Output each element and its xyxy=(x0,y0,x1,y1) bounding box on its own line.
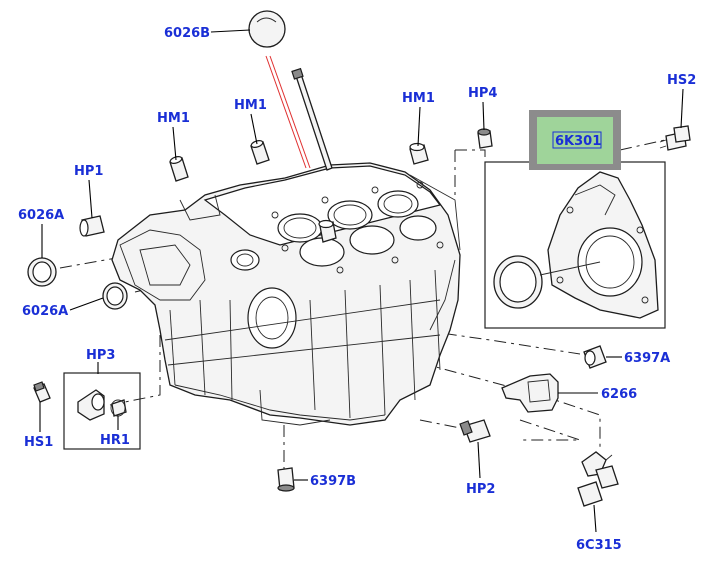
sensor-assembly-hp3 xyxy=(63,372,141,450)
highlight-text-box xyxy=(552,131,602,149)
bracket-6266 xyxy=(501,373,559,413)
plug-6397A xyxy=(583,345,607,369)
callout-hm1-c[interactable]: HM1 xyxy=(402,91,435,106)
screw-hs1 xyxy=(33,381,51,403)
callout-6K301[interactable]: 6K301 xyxy=(555,134,601,149)
callout-6026A-top[interactable]: 6026A xyxy=(18,208,64,223)
plug-hp4 xyxy=(477,128,493,149)
callout-hr1[interactable]: HR1 xyxy=(100,433,130,448)
dowel-deck xyxy=(318,219,337,243)
cap-plug-6026B xyxy=(248,10,286,48)
bolt-hs2 xyxy=(659,125,691,151)
plug-hp1 xyxy=(79,215,105,237)
rear-seal-assembly xyxy=(484,161,666,329)
callout-6266[interactable]: 6266 xyxy=(601,387,637,402)
plug-hp2 xyxy=(459,419,491,443)
callout-6397A[interactable]: 6397A xyxy=(624,351,670,366)
callout-6K301-highlight[interactable]: 6K301 xyxy=(529,110,621,170)
callout-6026B[interactable]: 6026B xyxy=(164,26,210,41)
callout-hp2[interactable]: HP2 xyxy=(466,482,495,497)
engine-block xyxy=(111,67,461,426)
sensor-6C315 xyxy=(577,451,619,507)
callout-hm1-b[interactable]: HM1 xyxy=(234,98,267,113)
hp3-box xyxy=(63,372,141,450)
dowel-hm1-b xyxy=(250,139,270,165)
callout-hp3[interactable]: HP3 xyxy=(86,348,115,363)
callout-hp1[interactable]: HP1 xyxy=(74,164,103,179)
callout-6397B[interactable]: 6397B xyxy=(310,474,356,489)
red-guide-lines xyxy=(265,55,311,169)
callout-hs1[interactable]: HS1 xyxy=(24,435,53,450)
callout-hm1-a[interactable]: HM1 xyxy=(157,111,190,126)
callout-labels: 6026B HM1 HM1 HM1 HP4 HS2 HP1 6026A 6026… xyxy=(18,26,696,553)
plug-6397B xyxy=(277,467,295,492)
seal-6026A-bottom xyxy=(102,282,128,310)
highlight-fill xyxy=(537,117,613,164)
callout-hs2[interactable]: HS2 xyxy=(667,73,696,88)
leader-lines xyxy=(39,29,684,533)
seal-6026A-top xyxy=(27,257,57,287)
dowel-hm1-c xyxy=(409,142,429,165)
callout-6C315[interactable]: 6C315 xyxy=(576,538,622,553)
callout-hp4[interactable]: HP4 xyxy=(468,86,497,101)
callout-6026A-bottom[interactable]: 6026A xyxy=(22,304,68,319)
dowel-hm1-a xyxy=(169,155,189,182)
